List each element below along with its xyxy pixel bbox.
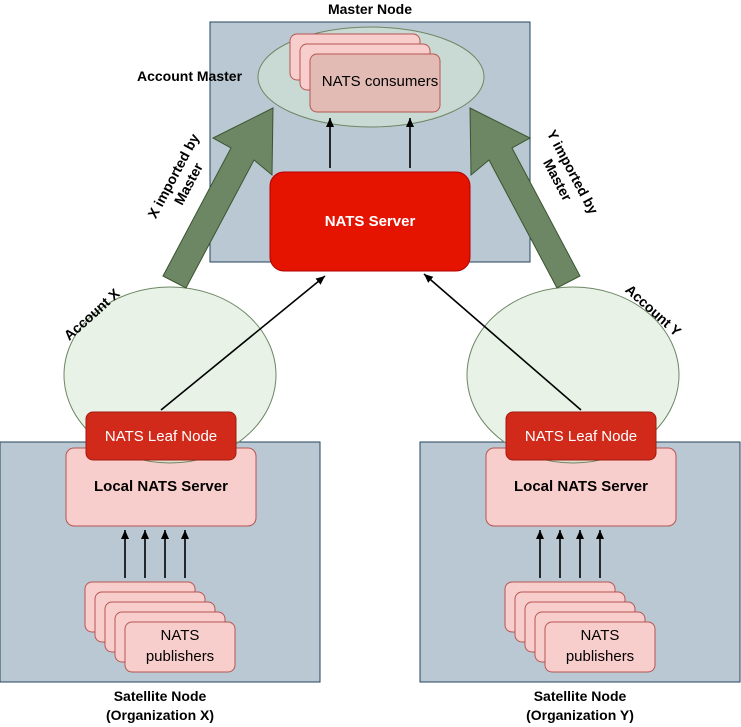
local-nats-server-x-label: Local NATS Server (94, 478, 228, 495)
leaf-y-to-server-arrow (423, 273, 582, 411)
y-imported-arrow (469, 107, 581, 289)
nats-server-box (269, 171, 471, 272)
publishers-x-line1: NATS (161, 627, 200, 644)
leaf-node-x-label: NATS Leaf Node (105, 428, 217, 445)
nats-publishers-y-stack: NATS publishers (504, 581, 656, 673)
nats-consumers-stack: NATS consumers (289, 33, 441, 113)
nats-server-label: NATS Server (325, 213, 416, 230)
account-master-label: Account Master (137, 68, 243, 84)
consumer-card-front (309, 53, 441, 113)
leaf-node-y (505, 411, 657, 461)
local-nats-server-y-label: Local NATS Server (514, 478, 648, 495)
nats-consumers-label: NATS consumers (322, 73, 438, 90)
publishers-y-line2: publishers (566, 648, 634, 665)
master-node-title: Master Node (328, 1, 412, 17)
leaf-node-y-label: NATS Leaf Node (525, 428, 637, 445)
satellite-x-title-line2: (Organization X) (106, 707, 214, 723)
leaf-x-to-server-arrow (160, 275, 326, 411)
satellite-x-title-line1: Satellite Node (114, 688, 207, 704)
nats-publishers-x-stack: NATS publishers (84, 581, 236, 673)
satellite-y-title-line1: Satellite Node (534, 688, 627, 704)
x-imported-arrow (162, 107, 274, 289)
publishers-x-line2: publishers (146, 648, 214, 665)
leaf-node-x (85, 411, 237, 461)
publisher-card-front (124, 621, 236, 673)
publisher-card-front (544, 621, 656, 673)
publishers-y-line1: NATS (581, 627, 620, 644)
satellite-node-x: Local NATS Server Account X NATS Leaf No… (0, 285, 321, 723)
satellite-y-title-line2: (Organization Y) (526, 707, 634, 723)
satellite-node-y: Local NATS Server Account Y NATS Leaf No… (419, 281, 741, 723)
